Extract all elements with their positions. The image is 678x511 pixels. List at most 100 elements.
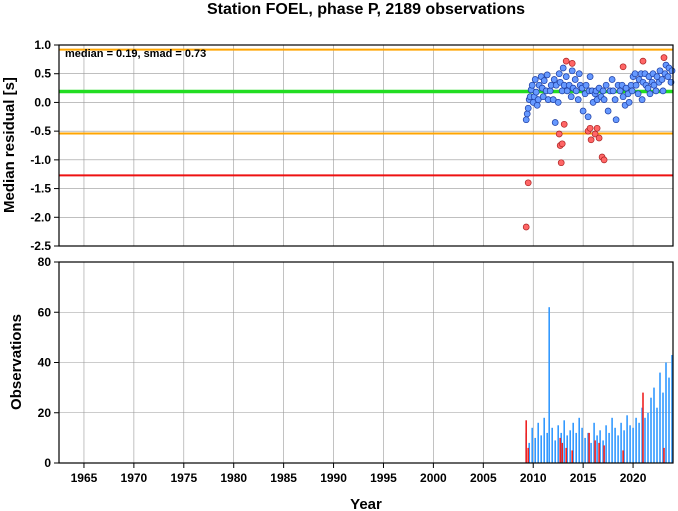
residual-point [534, 96, 542, 103]
observation-bar [546, 432, 548, 463]
year-tick-label: 1975 [170, 471, 197, 485]
residual-point [539, 93, 547, 101]
residual-point [554, 99, 562, 106]
outlier-observation-bar [663, 447, 665, 463]
residual-point [579, 107, 587, 115]
outlier-point [522, 223, 530, 231]
observation-bar [548, 307, 550, 463]
residual-point [532, 88, 540, 96]
residual-point [524, 104, 532, 112]
observation-bar [578, 417, 580, 463]
observation-bar [650, 397, 652, 463]
observation-bar [665, 362, 667, 463]
observation-bar [596, 435, 598, 463]
outlier-point [619, 63, 627, 71]
year-tick-label: 2010 [520, 471, 547, 485]
residual-point [600, 96, 608, 103]
residual-point [551, 119, 559, 126]
residual-point [608, 76, 616, 83]
residual-point [658, 76, 666, 83]
observation-bar [662, 392, 664, 463]
outlier-point [587, 136, 595, 144]
residual-plot-area [59, 45, 673, 246]
residual-point [612, 116, 620, 124]
outlier-observation-bar [642, 392, 644, 463]
year-tick-label: 2005 [470, 471, 497, 485]
residual-y-ticks: 1.00.50.0-0.5-1.0-1.5-2.0-2.5 [30, 38, 59, 253]
observation-bar [635, 417, 637, 463]
residual-point [522, 116, 530, 124]
observation-bar [584, 437, 586, 463]
observation-bar [551, 427, 553, 463]
observation-bar [644, 417, 646, 463]
residual-point [549, 96, 557, 103]
residual-point [611, 96, 619, 103]
observation-bar [605, 425, 607, 463]
residual-point [625, 99, 633, 106]
residual-point [543, 71, 551, 79]
outlier-observation-bar [622, 450, 624, 463]
residual-point [646, 90, 654, 98]
residual-point [664, 73, 672, 80]
residual-point [574, 96, 582, 103]
observation-bar [626, 415, 628, 463]
observation-bar [620, 422, 622, 463]
observation-bar [563, 420, 565, 463]
residual-point [550, 76, 558, 83]
outlier-point [568, 60, 576, 67]
observations-tick-label: 60 [38, 305, 52, 319]
residual-tick-label: -0.5 [30, 124, 51, 138]
residual-point [582, 81, 590, 89]
residual-point [575, 70, 583, 78]
observation-bar [608, 432, 610, 463]
residual-point [568, 67, 576, 75]
residual-point [634, 90, 642, 98]
residual-point [656, 67, 664, 75]
residual-point [533, 101, 541, 109]
residual-point [644, 84, 652, 92]
residual-point [572, 87, 580, 95]
residual-point [571, 76, 579, 83]
year-tick-label: 1970 [121, 471, 148, 485]
outlier-observation-bar [598, 442, 600, 463]
outlier-point [591, 130, 599, 138]
residual-point [668, 67, 676, 75]
observations-tick-label: 40 [38, 356, 52, 370]
residual-point [659, 87, 667, 95]
outlier-point [558, 140, 566, 148]
residual-point [546, 87, 554, 95]
residual-point [638, 96, 646, 103]
year-tick-label: 2020 [620, 471, 647, 485]
observation-bar [572, 422, 574, 463]
outlier-point [639, 57, 647, 65]
outlier-point [555, 130, 563, 138]
residual-point [599, 87, 607, 95]
observation-bar [560, 432, 562, 463]
observation-bar [623, 430, 625, 463]
observation-bar [614, 427, 616, 463]
outlier-point [524, 179, 532, 187]
residual-tick-label: 1.0 [34, 38, 51, 52]
residual-point [523, 110, 531, 118]
observation-bar [668, 377, 670, 463]
observation-bars [525, 307, 673, 464]
residual-point [628, 87, 636, 95]
outlier-point [586, 124, 594, 132]
year-tick-label: 1965 [71, 471, 98, 485]
residual-tick-label: -2.0 [30, 210, 51, 224]
residual-point [609, 87, 617, 95]
outlier-observation-bar [559, 437, 561, 463]
observation-bar [641, 407, 643, 463]
residual-point [567, 93, 575, 101]
residual-point [602, 81, 610, 89]
residual-point [650, 81, 658, 89]
year-tick-label: 2000 [420, 471, 447, 485]
observations-tick-label: 0 [44, 456, 51, 470]
observation-bar [587, 432, 589, 463]
observation-bar [581, 427, 583, 463]
observation-bar [653, 387, 655, 463]
residual-tick-label: -2.5 [30, 239, 51, 253]
observation-bar [602, 440, 604, 463]
